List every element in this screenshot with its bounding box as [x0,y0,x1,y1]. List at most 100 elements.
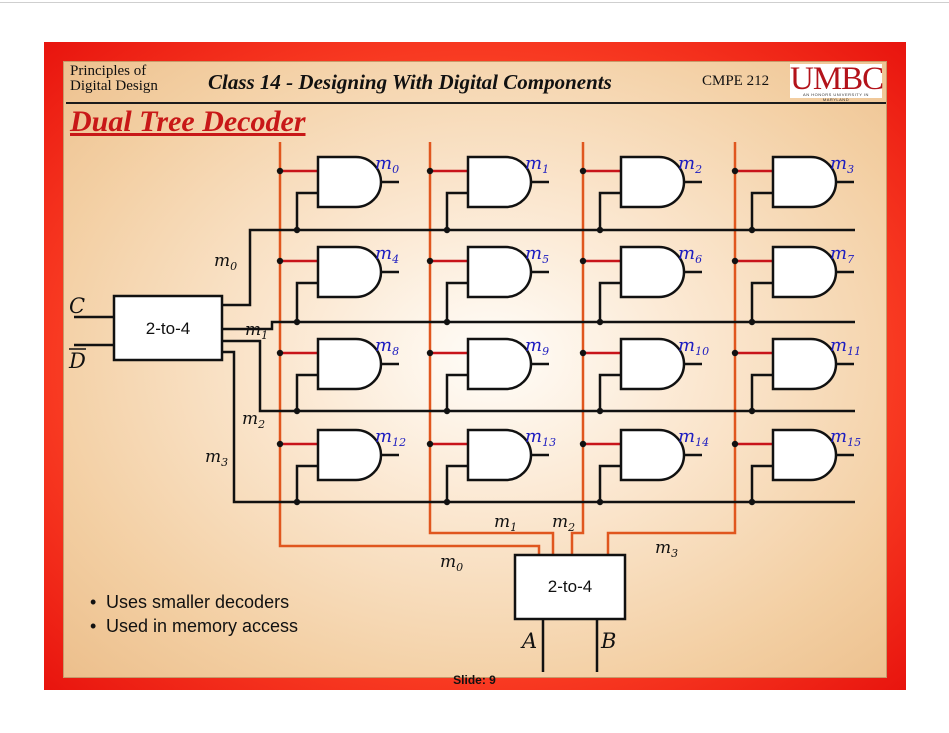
gate-input-row [295,464,318,502]
junction-dot [731,349,739,357]
and-gate-body [619,155,686,209]
minterm-label: m7 [830,243,854,266]
minterm-label: m12 [375,426,406,449]
and-gate-body [771,245,838,299]
junction-dot [731,440,739,448]
and-gate-body [466,428,533,482]
minterm-label: m0 [375,153,399,176]
junction-dot [596,226,604,234]
bullet-text: Used in memory access [106,616,299,636]
and-gate-m11 [735,337,854,411]
junction-dot [579,257,587,265]
row-out-label-m1: m1 [245,320,268,342]
col-out-label-m0: m0 [440,552,463,574]
col-out-label-m2: m2 [552,512,575,534]
row-wire-m1 [221,320,855,331]
and-gate-m4 [280,245,399,322]
junction-dot [596,318,604,326]
bullet-item: •Uses smaller decoders [90,592,298,616]
junction-dot [748,498,756,506]
col-wire-m3 [606,142,737,555]
input-a-label: A [520,629,537,653]
junction-dot [276,257,284,265]
top-rule [0,2,949,3]
junction-dot [293,226,301,234]
col-wire-m1 [428,142,555,555]
and-gate-m7 [735,245,854,322]
gate-input-row [598,191,621,230]
junction-dot [426,349,434,357]
and-gate-m6 [583,245,702,322]
junction-dot [748,407,756,415]
and-gate-m0 [280,155,399,230]
and-gate-m8 [280,337,399,411]
row-wire-m2 [221,339,855,413]
and-gate-body [619,428,686,482]
and-gate-m13 [430,428,549,502]
junction-dot [443,407,451,415]
course-code: CMPE 212 [702,73,770,89]
row-out-label-m0: m0 [214,251,237,273]
minterm-label: m15 [830,426,861,449]
and-gate-body [466,245,533,299]
minterm-label: m11 [830,335,861,358]
bullet-list: •Uses smaller decoders • Used in memory a… [90,592,298,640]
minterm-label: m1 [525,153,549,176]
junction-dot [443,498,451,506]
and-gate-body [316,428,383,482]
umbc-logo: UMBC AN HONORS UNIVERSITY IN MARYLAND [790,61,884,102]
and-gate-m3 [735,155,854,230]
row-decoder-label: 2-to-4 [146,319,190,338]
junction-dot [443,226,451,234]
and-gate-body [466,337,533,391]
junction-dot [748,318,756,326]
gate-input-row [598,373,621,411]
junction-dot [276,167,284,175]
junction-dot [596,407,604,415]
input-b-label: B [600,629,616,653]
and-gate-array [280,155,854,502]
gate-input-row [445,464,468,502]
junction-dot [748,226,756,234]
minterm-label: m14 [678,426,709,449]
and-gate-body [316,245,383,299]
gate-input-row [295,191,318,230]
junction-dot [731,257,739,265]
gate-input-row [445,191,468,230]
col-wire-m0 [278,142,541,555]
row-decoder: 2-to-4 C D m0 m1 m2 m3 [68,251,268,469]
gate-input-row [598,464,621,502]
input-d-label: D [68,349,86,373]
minterm-label: m9 [525,335,549,358]
logo-text: UMBC [790,61,884,97]
and-gate-m12 [280,428,399,502]
minterm-label: m8 [375,335,399,358]
gate-input-row [750,281,773,322]
and-gate-body [316,337,383,391]
junction-dot [579,167,587,175]
course-line-1: Principles of [70,63,147,79]
minterm-label: m2 [678,153,702,176]
col-out-label-m3: m3 [655,538,678,560]
bullet-dot: • [90,616,97,636]
junction-dot [293,407,301,415]
minterm-label: m4 [375,243,399,266]
slide-number: Slide: 9 [453,673,496,687]
and-gate-m2 [583,155,702,230]
column-wires [278,142,737,555]
slide-title: Dual Tree Decoder [70,105,306,138]
row-wire-m0 [221,228,855,307]
course-line-2: Digital Design [70,78,158,94]
bullet-dot: • [90,592,97,612]
and-gate-body [771,428,838,482]
col-decoder-box [513,553,627,621]
and-gate-m15 [735,428,854,502]
row-wires [221,228,855,504]
junction-dot [443,318,451,326]
gate-input-row [295,373,318,411]
junction-dot [293,498,301,506]
row-wire-m3 [221,350,855,504]
and-gate-body [771,337,838,391]
minterm-label: m6 [678,243,702,266]
col-wire-m2 [570,142,585,555]
